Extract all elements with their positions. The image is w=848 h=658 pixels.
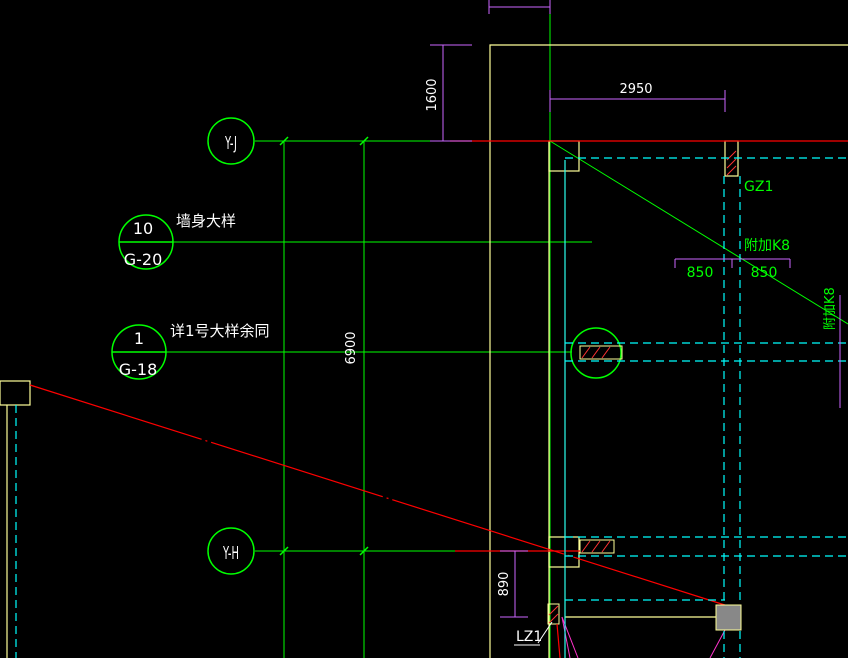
- red-diagonal: [29, 384, 729, 607]
- detail-number-1: 1: [134, 329, 144, 348]
- hatch-marks: [548, 150, 737, 624]
- diagonal-reference-line: [549, 140, 848, 325]
- detail-mark-circle[interactable]: [570, 327, 622, 379]
- dim-text-850-right: 850: [751, 265, 778, 281]
- hatch-box-yh: [579, 539, 615, 554]
- lz1-leader: [537, 621, 553, 644]
- axis-ticks: [279, 136, 369, 556]
- dim-text-850-left: 850: [687, 265, 714, 281]
- dim-top-partial: [488, 0, 551, 14]
- dim-text-2950: 2950: [619, 82, 652, 97]
- detail-sheet-wall: G-20: [124, 250, 163, 269]
- dim-text-6900: 6900: [344, 331, 359, 364]
- dim-1600: [430, 44, 472, 142]
- axis-label-yh: Y-H: [222, 544, 239, 564]
- dim-text-890: 890: [497, 572, 512, 597]
- hatch-box-detail: [579, 345, 623, 360]
- outer-wall: [489, 44, 848, 658]
- lz1-column: [547, 603, 560, 625]
- dim-text-1600: 1600: [425, 78, 440, 111]
- detail-callout-1[interactable]: 1 G-18 详1号大样余同: [111, 322, 270, 380]
- dim-850: [674, 258, 791, 268]
- column-left-edge: [0, 380, 31, 406]
- detail-note-1: 详1号大样余同: [170, 322, 270, 340]
- label-rebar-b: 附加K8: [823, 287, 838, 330]
- cyan-dashed-grid: [15, 157, 848, 658]
- axis-bubble-yh[interactable]: Y-H: [207, 527, 255, 575]
- axis-label-yj: Y-J: [224, 134, 237, 154]
- label-gz1: GZ1: [744, 179, 773, 195]
- tick: [279, 136, 289, 146]
- detail-note-wall: 墙身大样: [176, 212, 236, 230]
- detail-number-wall: 10: [133, 219, 153, 238]
- red-vertical-lz: [556, 623, 561, 658]
- detail-callout-wall[interactable]: 10 G-20 墙身大样: [118, 212, 236, 270]
- dim-890: [500, 550, 528, 618]
- label-lz1: LZ1: [516, 629, 542, 645]
- axis-bubble-yj[interactable]: Y-J: [207, 117, 255, 165]
- column-corner-yh: [548, 536, 580, 568]
- magenta-braces: [561, 616, 726, 658]
- detail-sheet-1: G-18: [119, 360, 158, 379]
- label-rebar-a: 附加K8: [744, 238, 790, 254]
- dim-2950: [549, 90, 726, 112]
- tick: [359, 136, 369, 146]
- tick: [279, 546, 289, 556]
- tick: [359, 546, 369, 556]
- column-gray: [715, 604, 742, 631]
